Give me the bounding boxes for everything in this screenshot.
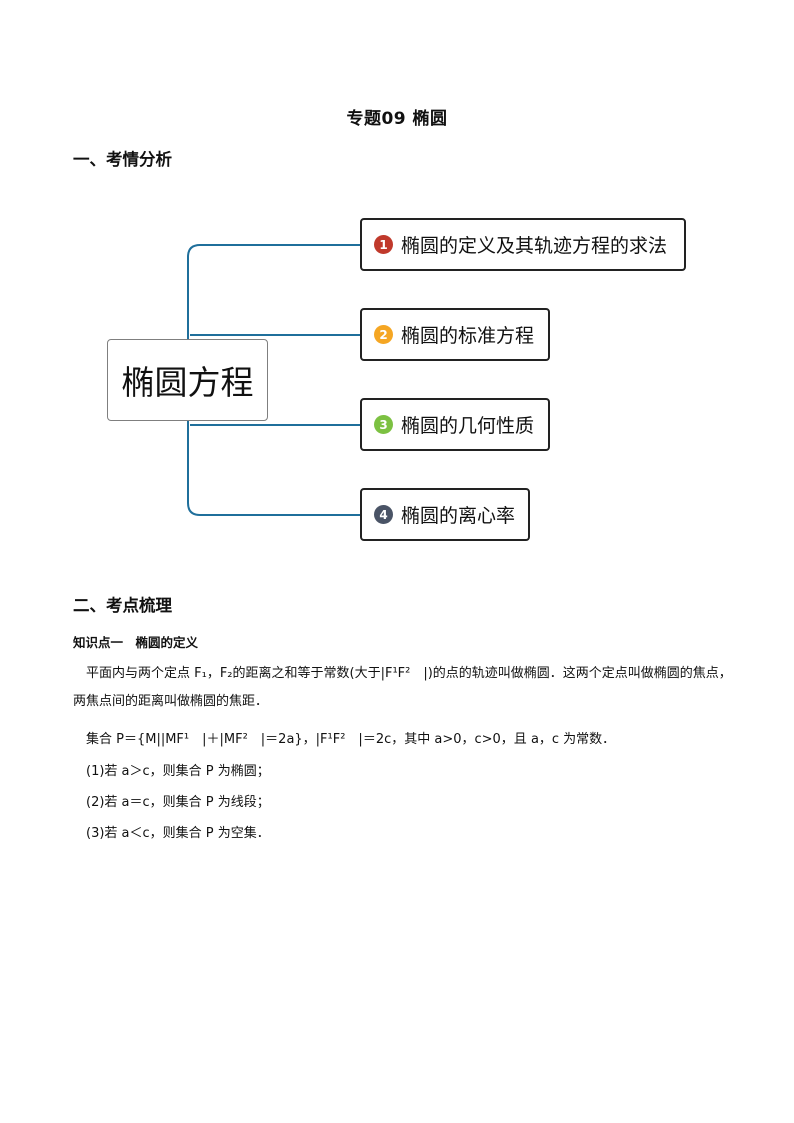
mind-map-node-1: 1 椭圆的定义及其轨迹方程的求法 <box>360 218 686 271</box>
knowledge-point-title: 知识点一 椭圆的定义 <box>73 635 199 650</box>
number-badge-icon: 2 <box>374 325 393 344</box>
node-label: 椭圆的离心率 <box>401 505 516 527</box>
connector-4 <box>187 421 360 516</box>
mind-map-node-4: 4 椭圆的离心率 <box>360 488 530 541</box>
set-definition: 集合 P＝{M||MF¹ |＋|MF² |＝2a}，|F¹F² |＝2c，其中 … <box>86 732 616 747</box>
mind-map-node-2: 2 椭圆的标准方程 <box>360 308 550 361</box>
node-label: 椭圆的标准方程 <box>401 325 535 347</box>
node-label: 椭圆的定义及其轨迹方程的求法 <box>401 235 668 257</box>
number-badge-icon: 4 <box>374 505 393 524</box>
node-label: 椭圆的几何性质 <box>401 415 535 437</box>
mind-map-root: 椭圆方程 <box>107 339 268 421</box>
case-segment: (2)若 a＝c，则集合 P 为线段； <box>86 795 270 810</box>
case-empty-set: (3)若 a＜c，则集合 P 为空集． <box>86 826 270 841</box>
number-badge-icon: 1 <box>374 235 393 254</box>
connector-1 <box>187 244 360 339</box>
section-heading-analysis: 一、考情分析 <box>73 150 172 169</box>
section-heading-points: 二、考点梳理 <box>73 596 172 615</box>
definition-paragraph: 平面内与两个定点 F₁，F₂的距离之和等于常数(大于|F¹F² |)的点的轨迹叫… <box>73 666 732 709</box>
number-badge-icon: 3 <box>374 415 393 434</box>
document-title: 专题09 椭圆 <box>346 109 448 129</box>
mind-map-node-3: 3 椭圆的几何性质 <box>360 398 550 451</box>
case-ellipse: (1)若 a＞c，则集合 P 为椭圆； <box>86 764 270 779</box>
